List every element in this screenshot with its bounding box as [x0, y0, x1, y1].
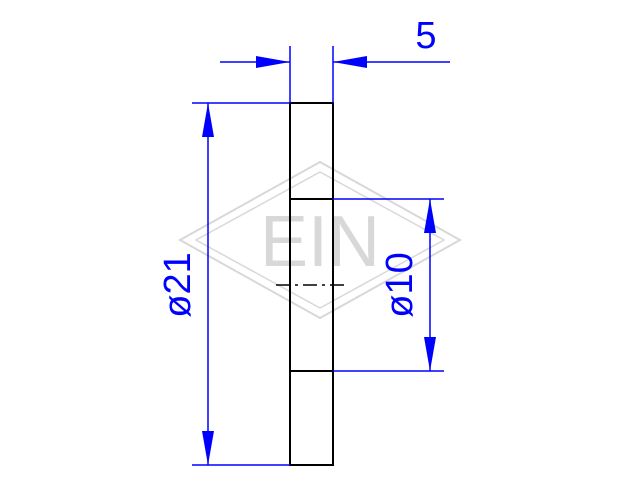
- outer-arrow-top: [202, 103, 214, 137]
- thickness-arrow-right: [333, 56, 367, 68]
- inner-arrow-top: [424, 199, 436, 233]
- watermark-text: EIN: [260, 202, 380, 282]
- inner-arrow-bottom: [424, 337, 436, 371]
- thickness-dimension: [220, 46, 450, 103]
- washer-body: [289, 102, 334, 466]
- thickness-arrow-left: [256, 56, 290, 68]
- outer-diameter-label: ø21: [157, 252, 199, 317]
- part-outline: [276, 102, 348, 466]
- thickness-label: 5: [415, 15, 436, 57]
- outer-arrow-bottom: [202, 431, 214, 465]
- watermark-diamond-outer: [177, 160, 463, 320]
- outer-diameter-dimension: [192, 102, 290, 466]
- inner-diameter-label: ø10: [379, 252, 421, 317]
- watermark-logo: EIN: [177, 160, 463, 320]
- inner-diameter-dimension: [333, 198, 444, 372]
